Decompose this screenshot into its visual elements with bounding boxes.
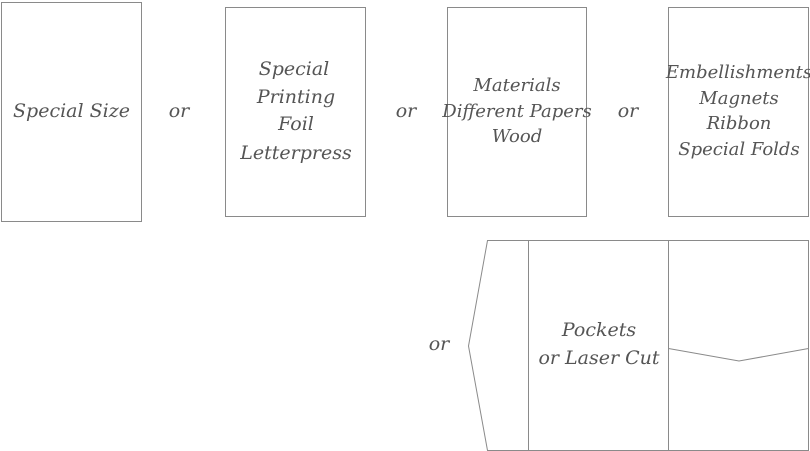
pocket-label-line-2: or Laser Cut: [538, 347, 659, 369]
pocket-folder: Pockets or Laser Cut: [467, 240, 809, 451]
pocket-fold-line: [668, 348, 809, 362]
or-separator-1: or: [169, 100, 191, 122]
or-separator-4: or: [429, 333, 451, 355]
card-special-printing-line-4: Letterpress: [239, 142, 352, 164]
card-special-printing-line-3: Foil: [277, 113, 314, 135]
card-embellishments-line-3: Ribbon: [706, 113, 772, 134]
card-materials-line-3: Wood: [492, 126, 542, 147]
card-special-printing-line-1: Special: [259, 58, 330, 80]
card-special-printing-line-2: Printing: [256, 86, 335, 108]
card-embellishments-line-1: Embellishments: [665, 62, 810, 83]
pocket-label-line-1: Pockets: [561, 319, 636, 341]
pocket-right-panel: [668, 240, 809, 451]
card-embellishments: Embellishments Magnets Ribbon Special Fo…: [665, 7, 810, 217]
card-materials: Materials Different Papers Wood: [441, 7, 592, 217]
card-embellishments-line-2: Magnets: [698, 88, 778, 109]
card-materials-line-1: Materials: [472, 75, 560, 96]
card-materials-line-2: Different Papers: [441, 101, 591, 122]
card-embellishments-line-4: Special Folds: [678, 139, 799, 160]
pocket-center-panel: [528, 240, 669, 451]
pocket-left-flap: [467, 240, 529, 451]
or-separator-2: or: [396, 100, 418, 122]
card-special-printing: Special Printing Foil Letterpress: [225, 7, 366, 217]
or-separator-3: or: [618, 100, 640, 122]
card-special-size-line-1: Special Size: [13, 100, 130, 122]
card-special-size: Special Size: [1, 2, 142, 222]
